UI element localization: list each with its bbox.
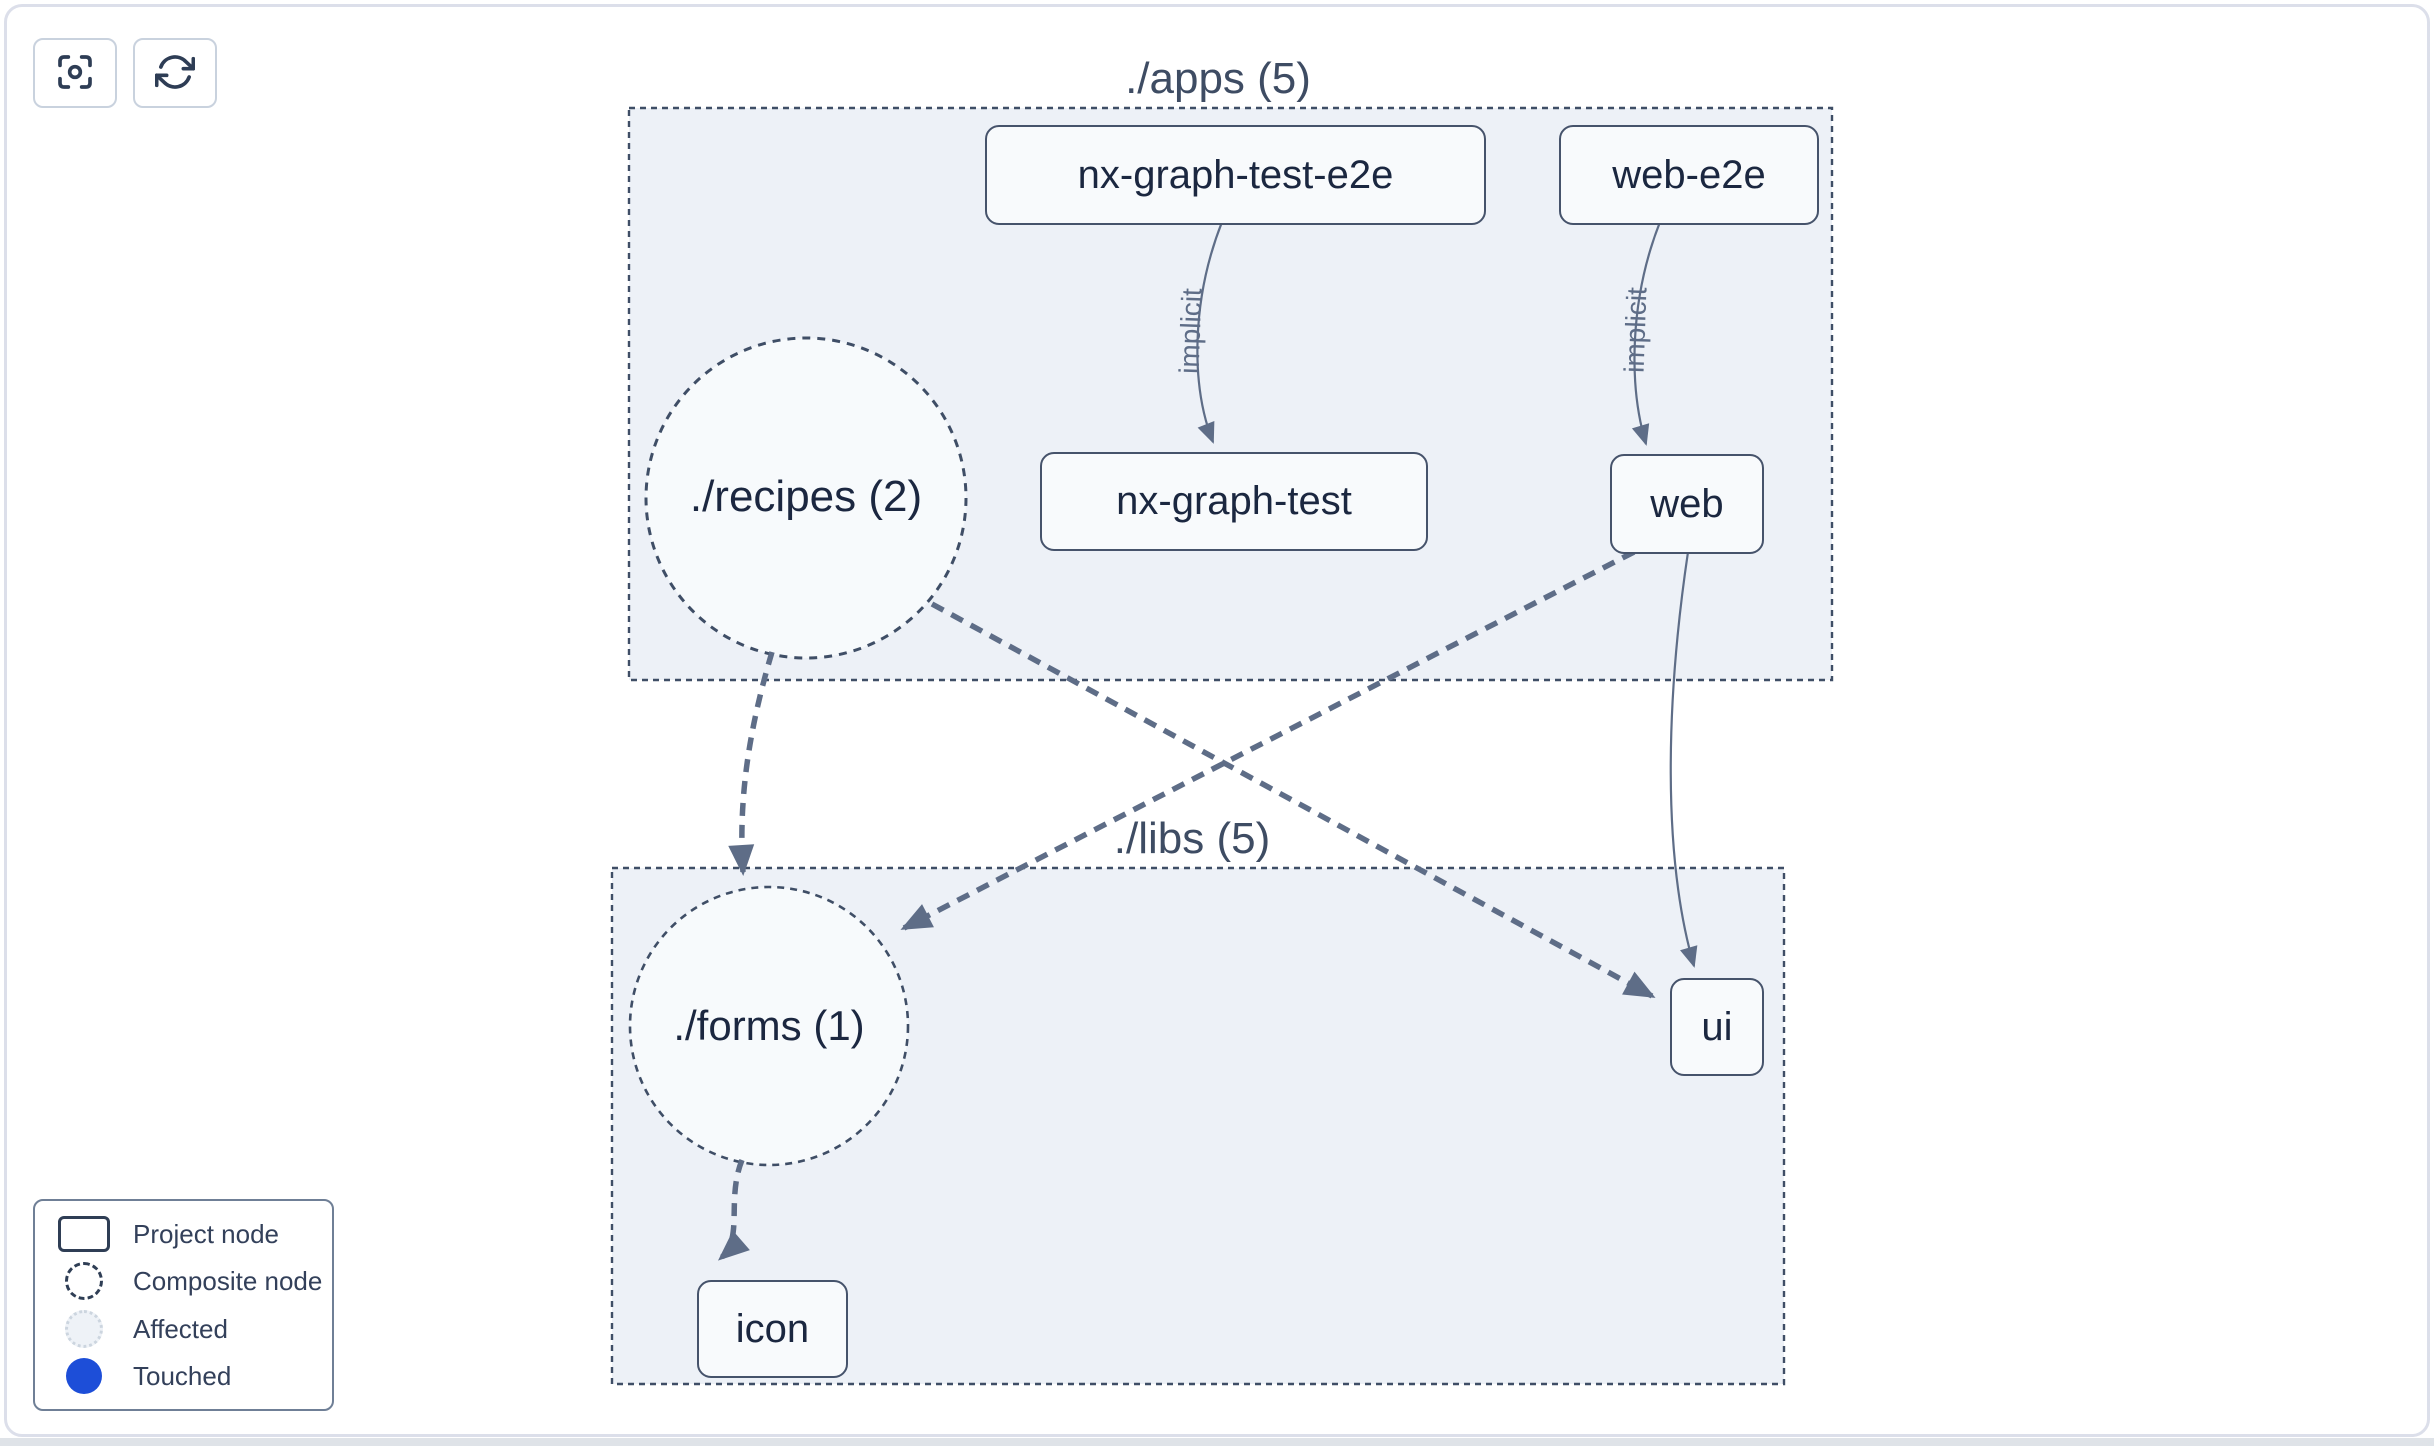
focus-icon [55, 52, 95, 95]
project-node-web-e2e[interactable]: web-e2e [1559, 125, 1819, 225]
legend-label: Affected [133, 1313, 228, 1344]
composite-node-recipes-label: ./recipes (2) [689, 472, 923, 521]
legend-row-project-node: Project node [35, 1216, 332, 1252]
edge-recipes-to-ui [930, 601, 1656, 999]
project-node-swatch-icon [58, 1216, 110, 1252]
edge-forms-to-icon [717, 1158, 750, 1261]
project-node-nx-graph-test[interactable]: nx-graph-test [1040, 452, 1428, 551]
graph-toolbar [33, 38, 217, 108]
edge-web-to-forms [900, 549, 1636, 931]
bottom-strip [0, 1438, 2434, 1446]
focus-button[interactable] [33, 38, 117, 108]
project-node-web[interactable]: web [1610, 454, 1764, 554]
project-node-ui[interactable]: ui [1670, 978, 1764, 1076]
legend-row-affected: Affected [35, 1310, 332, 1348]
legend-label: Composite node [133, 1265, 323, 1296]
edge-label-implicit-2: implicit [1618, 286, 1653, 374]
edge-web-to-ui [1669, 551, 1698, 968]
graph-legend: Project node Composite node Affected Tou… [33, 1199, 334, 1411]
composite-node-swatch-icon [65, 1262, 103, 1300]
touched-swatch-icon [66, 1358, 102, 1394]
project-node-icon[interactable]: icon [697, 1280, 848, 1378]
refresh-button[interactable] [133, 38, 217, 108]
legend-row-touched: Touched [35, 1358, 332, 1394]
composite-node-forms-label: ./forms (1) [673, 1002, 865, 1049]
edge-label-implicit-1: implicit [1173, 287, 1208, 375]
apps-group-label: ./apps (5) [1125, 54, 1311, 103]
legend-label: Touched [133, 1360, 232, 1391]
refresh-icon [154, 52, 196, 95]
edge-recipes-to-forms [728, 651, 775, 876]
libs-group-label: ./libs (5) [1113, 814, 1271, 863]
project-node-nx-graph-test-e2e[interactable]: nx-graph-test-e2e [985, 125, 1486, 225]
affected-swatch-icon [65, 1310, 103, 1348]
legend-label: Project node [133, 1218, 279, 1249]
legend-row-composite-node: Composite node [35, 1262, 332, 1300]
